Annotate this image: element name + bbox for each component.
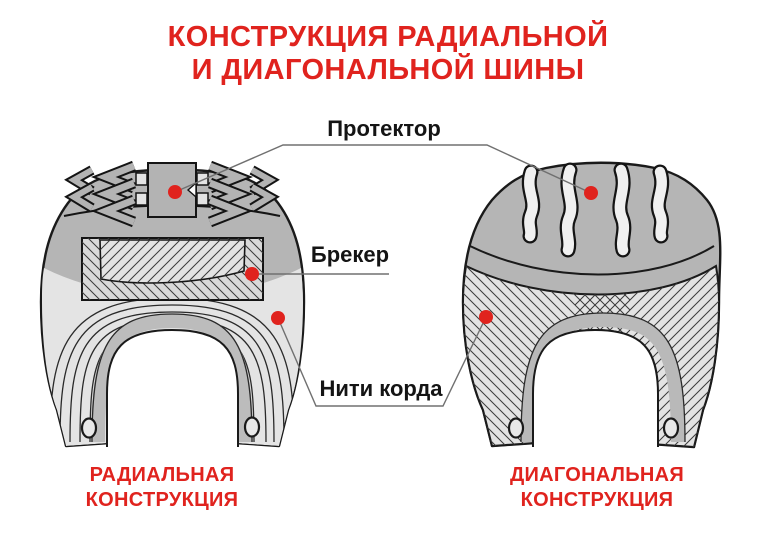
radial-tread bbox=[63, 160, 281, 228]
tread-shoulder-right bbox=[249, 165, 280, 213]
diagonal-inner-liner bbox=[521, 312, 685, 443]
breaker-callout-label: Брекер bbox=[311, 242, 389, 267]
bead-hole-icon bbox=[507, 417, 525, 439]
diagonal-tire-figure bbox=[461, 161, 722, 449]
diagonal-tread-grooves bbox=[521, 162, 670, 258]
breaker-marker-radial bbox=[245, 267, 259, 281]
radial-inner-liner bbox=[91, 313, 253, 443]
page-title-line1: КОНСТРУКЦИЯ РАДИАЛЬНОЙ bbox=[168, 19, 609, 53]
radial-tire-figure bbox=[39, 160, 306, 448]
page-title-line2: И ДИАГОНАЛЬНОЙ ШИНЫ bbox=[192, 52, 585, 86]
radial-ply-line bbox=[69, 311, 275, 443]
diagonal-caption-line2: КОНСТРУКЦИЯ bbox=[521, 489, 674, 511]
diagonal-arch-fill bbox=[533, 330, 658, 447]
tread-marker-radial bbox=[168, 185, 182, 199]
radial-breaker-belt bbox=[81, 237, 264, 301]
tread-marker-diagonal bbox=[584, 186, 598, 200]
tread-leader-line bbox=[174, 144, 592, 194]
bead-hole-icon bbox=[243, 416, 261, 438]
diagonal-arch-outline bbox=[532, 328, 659, 447]
tread-shoulder-left bbox=[64, 165, 95, 213]
diagonal-liner-edge bbox=[520, 312, 686, 443]
bead-hole-icon bbox=[80, 417, 98, 439]
breaker-inner-hatch bbox=[100, 240, 245, 283]
tread-sipe-block bbox=[135, 192, 148, 206]
radial-arch-fill bbox=[107, 330, 238, 447]
bead-hole-icon bbox=[662, 417, 680, 439]
radial-liner-edge bbox=[91, 313, 253, 443]
tread-sipe-block bbox=[196, 172, 209, 186]
cords-marker-diagonal bbox=[479, 310, 493, 324]
radial-caption-line2: КОНСТРУКЦИЯ bbox=[86, 489, 239, 511]
tread-chevrons-right bbox=[207, 160, 254, 228]
diagonal-tread-base-line bbox=[469, 245, 715, 276]
radial-ply-line bbox=[59, 304, 285, 443]
cords-leader-line bbox=[277, 316, 487, 407]
radial-caption-line1: РАДИАЛЬНАЯ bbox=[90, 464, 235, 486]
diagonal-caption-line1: ДИАГОНАЛЬНАЯ bbox=[510, 464, 684, 486]
cords-marker-radial bbox=[271, 311, 285, 325]
radial-arch-outline bbox=[106, 328, 239, 447]
tread-callout-label: Протектор bbox=[327, 116, 441, 141]
tread-sipe-block bbox=[135, 172, 148, 186]
tread-chevrons-left bbox=[90, 160, 137, 228]
tread-sipe-block bbox=[196, 192, 209, 206]
tread-center-notch bbox=[186, 181, 197, 199]
cords-callout-label: Нити корда bbox=[319, 376, 443, 401]
